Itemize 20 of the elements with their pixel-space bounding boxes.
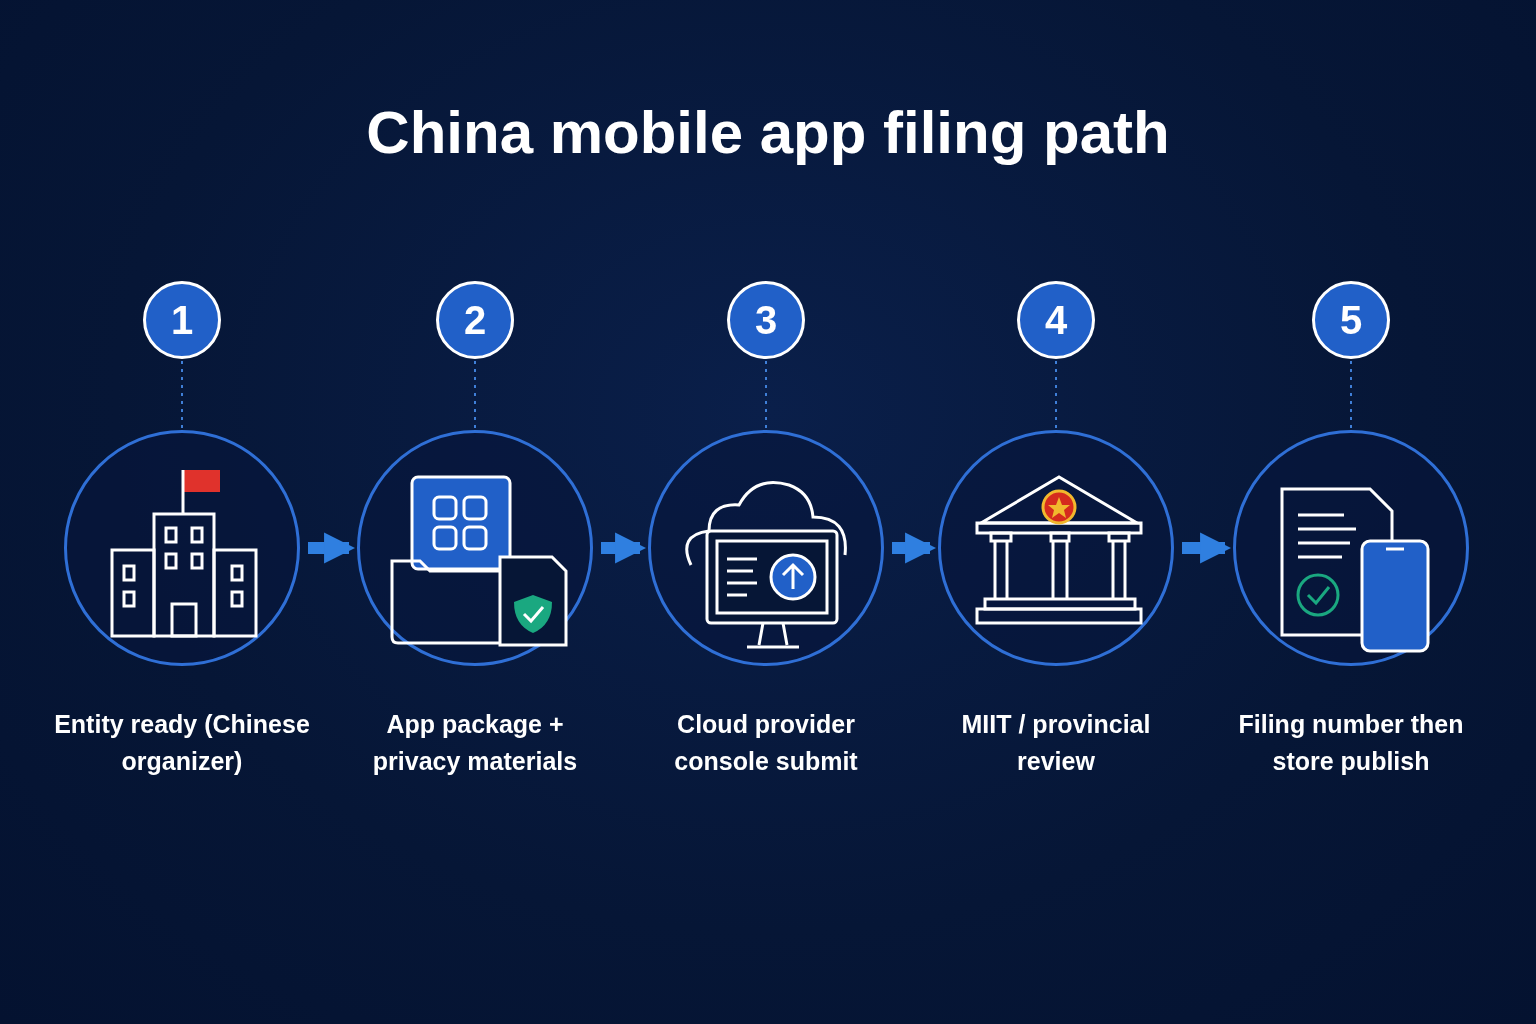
dashed-connector [474,360,476,429]
step-label: MIIT / provincial review [960,709,1152,777]
arrow [308,532,356,564]
dashed-connector [1350,360,1352,429]
step-number-circle: 2 [436,281,514,359]
step-number-circle: 5 [1312,281,1390,359]
step-label: Entity ready (Chinese organizer) [53,709,311,777]
step-number-circle: 1 [143,281,221,359]
step-label: App package + privacy materials [371,709,579,777]
step-label: Filing number then store publish [1237,709,1465,777]
arrow [892,532,937,564]
dashed-connector [765,360,767,429]
arrow [1182,532,1232,564]
dashed-connector [181,360,183,429]
step-number-circle: 4 [1017,281,1095,359]
dashed-connector [1055,360,1057,429]
step-label: Cloud provider console submit [673,709,859,777]
arrow [601,532,647,564]
step-number-circle: 3 [727,281,805,359]
diagram-title: China mobile app filing path [365,98,1171,167]
